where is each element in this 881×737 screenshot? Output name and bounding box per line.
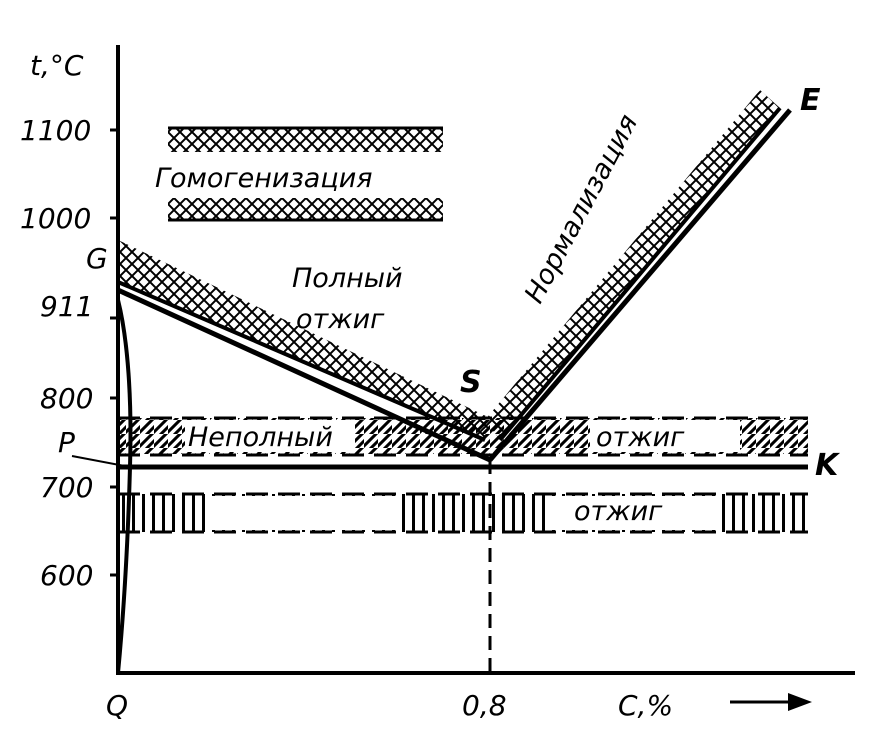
y-tick-800: 800	[40, 382, 93, 415]
point-p-label: P	[58, 426, 75, 459]
homogenization-zone	[168, 126, 443, 222]
low-annealing-band	[118, 492, 808, 534]
incomplete-annealing-label-right: отжиг	[596, 422, 685, 453]
se-line	[488, 108, 792, 462]
x-axis-label: C,%	[618, 689, 673, 722]
full-annealing-label-line1: Полный	[292, 263, 403, 294]
incomplete-annealing-label: Неполный	[188, 422, 333, 453]
axes	[110, 45, 855, 711]
y-tick-1100: 1100	[20, 114, 91, 147]
y-axis-label: t,°C	[30, 49, 84, 82]
homogenization-label: Гомогенизация	[155, 163, 373, 194]
y-tick-1000: 1000	[20, 202, 91, 235]
y-tick-600: 600	[40, 559, 93, 592]
point-k-label: K	[815, 448, 841, 483]
point-g-label: G	[86, 242, 108, 275]
full-annealing-label-line2: отжиг	[296, 304, 385, 335]
normalization-band	[485, 90, 792, 462]
homogenization-band-upper	[168, 128, 443, 152]
x-tick-q: Q	[106, 689, 128, 722]
y-tick-911: 911	[40, 290, 93, 323]
x-axis-arrow-icon	[788, 693, 812, 711]
x-tick-0-8: 0,8	[462, 689, 507, 722]
incomplete-annealing-band	[118, 416, 808, 457]
low-annealing-label: отжиг	[574, 496, 663, 527]
point-e-label: E	[800, 83, 821, 118]
homogenization-band-lower	[168, 198, 443, 220]
point-s-label: S	[460, 365, 482, 400]
y-tick-700: 700	[40, 471, 93, 504]
